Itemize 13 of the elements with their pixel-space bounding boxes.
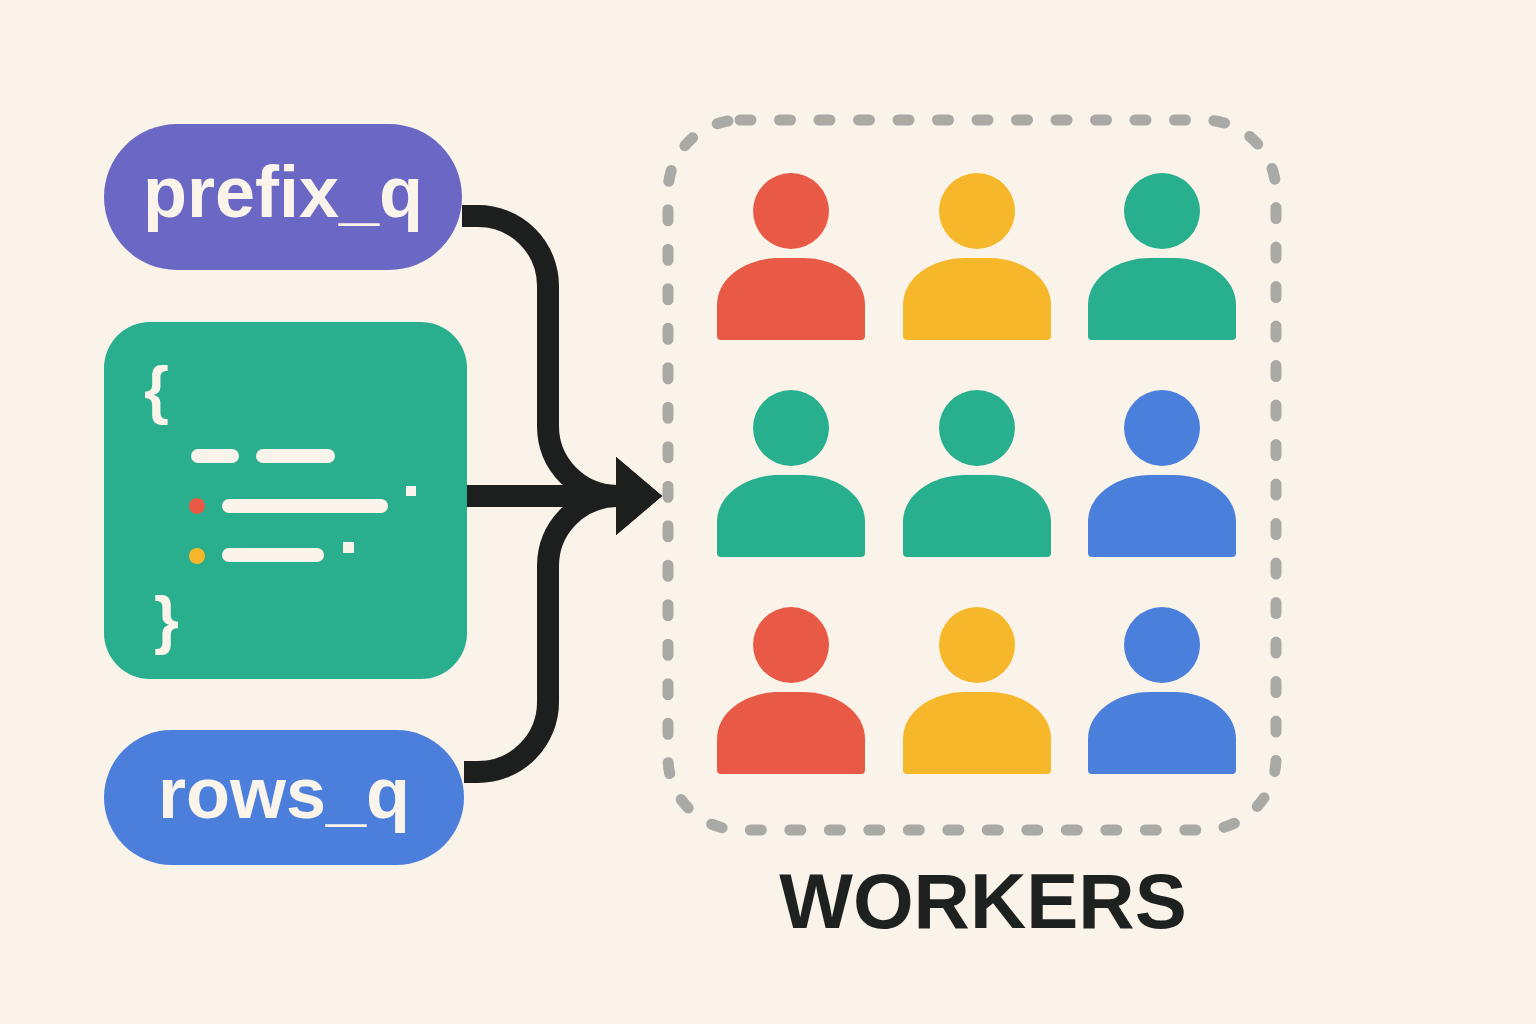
person-icon [1088, 390, 1236, 557]
person-icon [903, 390, 1051, 557]
group-label: WORKERS [778, 862, 1187, 940]
person-icon [717, 607, 865, 774]
person-icon [903, 607, 1051, 774]
person-icon [1088, 607, 1236, 774]
person-icon [717, 173, 865, 340]
person-icon [1088, 173, 1236, 340]
person-icon [717, 390, 865, 557]
queue-name: prefix_q [142, 156, 424, 234]
code-card [104, 322, 467, 679]
person-icon [903, 173, 1051, 340]
queue-name: rows_q [157, 756, 411, 835]
